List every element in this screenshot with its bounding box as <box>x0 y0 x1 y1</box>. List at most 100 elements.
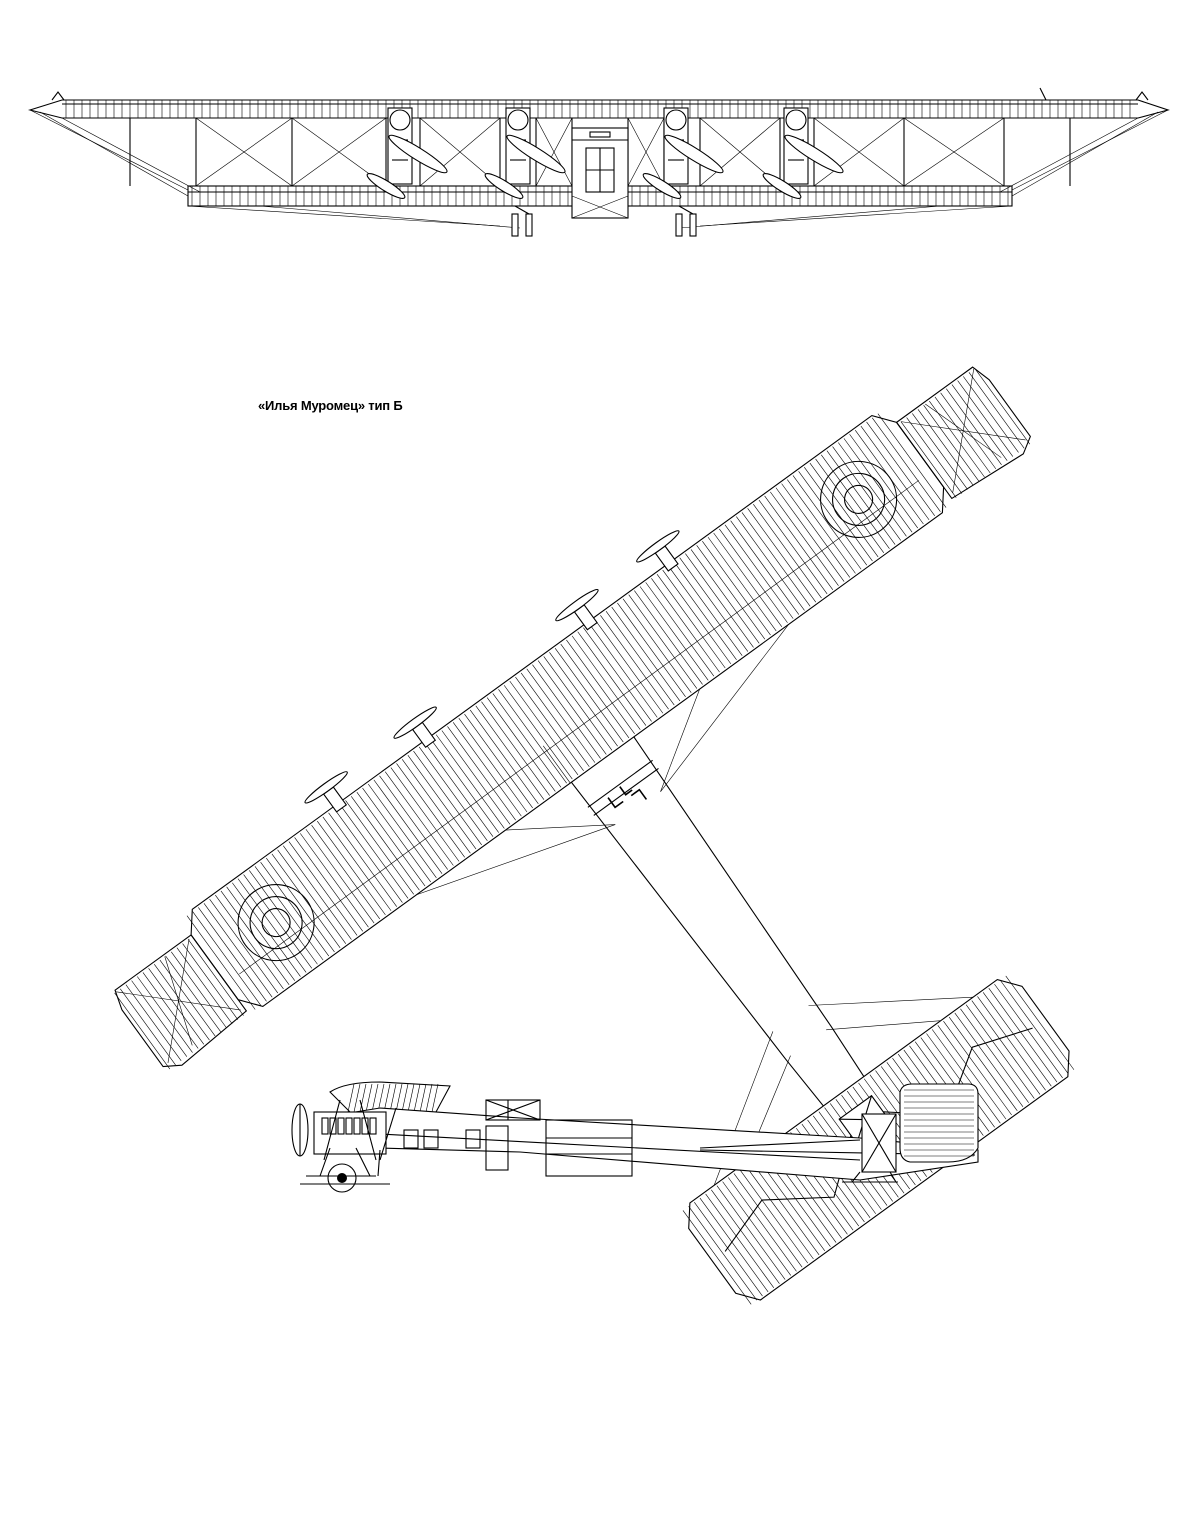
hatch-line <box>266 857 335 953</box>
hatch-line <box>170 951 227 1029</box>
hatch-line <box>407 755 477 850</box>
hatch-line <box>645 582 715 677</box>
propeller-blade <box>304 771 348 804</box>
fuselage-front <box>571 127 629 219</box>
hatch-line <box>435 734 505 829</box>
hatch-line <box>447 726 516 821</box>
engine-side <box>291 1099 397 1161</box>
hatch-line <box>821 454 890 549</box>
hatch-line <box>515 676 584 772</box>
hatch-line <box>594 619 664 714</box>
hatch-line <box>843 438 913 533</box>
hatch-line <box>469 709 539 804</box>
hatch-line <box>187 939 244 1016</box>
hatch-line <box>826 450 896 545</box>
hatch-line <box>373 779 443 874</box>
lower-wing-ribs <box>191 186 1009 206</box>
hatch-line <box>164 956 193 1046</box>
propellers-plan <box>304 530 680 813</box>
hatch-line <box>912 413 968 490</box>
hatch-line <box>639 586 709 681</box>
hatch-line <box>988 988 1058 1083</box>
propeller-blade <box>664 134 724 174</box>
hatch-line <box>441 730 511 825</box>
propeller-blade <box>784 134 844 174</box>
hatch-line <box>452 722 522 817</box>
hatch-line <box>673 561 743 656</box>
wing-rigging-plan <box>416 624 789 896</box>
hatch-line <box>413 1083 421 1113</box>
hatch-line <box>430 738 499 833</box>
hatch-line <box>628 594 698 689</box>
engines-front <box>366 107 844 199</box>
hatch-line <box>554 648 624 743</box>
hatch-line <box>583 627 652 722</box>
hatch-line <box>798 471 868 566</box>
hatch-line <box>926 1033 995 1128</box>
hatch-line <box>903 117 1005 187</box>
landing-gear-front <box>511 205 697 237</box>
shape <box>353 1117 361 1135</box>
hatch-line <box>605 611 675 706</box>
hatch-line <box>526 668 596 763</box>
hatch-line <box>254 866 324 961</box>
hatch-line <box>333 808 403 903</box>
hatch-line <box>923 405 980 482</box>
hatch-line <box>365 1083 373 1113</box>
hatch-line <box>395 1083 403 1113</box>
engine-cowl <box>665 109 687 131</box>
hatch-line <box>215 894 284 990</box>
roundel-right <box>820 460 898 538</box>
hatch-line <box>730 520 800 615</box>
hatch-line <box>401 759 471 854</box>
propeller-blade <box>762 173 802 199</box>
hatch-line <box>509 680 579 776</box>
hatch-line <box>424 742 494 837</box>
shape <box>675 213 683 237</box>
hatch-line <box>679 557 749 652</box>
hatch-line <box>396 763 465 858</box>
hatch-line <box>747 508 817 603</box>
hatch-line <box>678 205 694 215</box>
hatch-line <box>486 697 556 792</box>
propeller-blade <box>555 588 599 622</box>
hatch-line <box>305 829 375 924</box>
hatch-line <box>353 1083 361 1113</box>
hatch-line <box>627 117 665 187</box>
hatch-line <box>860 425 930 521</box>
hatch-line <box>514 205 530 215</box>
hatch-line <box>622 598 692 693</box>
hatch-line <box>359 1083 367 1113</box>
hatch-line <box>690 549 760 644</box>
hatch-line <box>792 475 862 570</box>
hatch-line <box>900 421 957 498</box>
hatch-line <box>588 623 658 718</box>
hatch-line <box>560 643 630 739</box>
hatch-line <box>722 1181 792 1276</box>
hatch-line <box>617 602 686 697</box>
hatch-line <box>745 1164 814 1260</box>
hatch-line <box>350 796 420 891</box>
hatch-line <box>389 1083 397 1113</box>
hatch-line <box>503 685 573 780</box>
hatch-line <box>464 713 533 809</box>
hatch-line <box>347 1083 355 1113</box>
hatch-line <box>311 824 381 920</box>
hatch-line <box>243 874 313 969</box>
hatch-line <box>946 388 1002 465</box>
hatch-line <box>999 979 1069 1075</box>
hatch-line <box>176 947 233 1024</box>
hatch-line <box>968 372 1025 449</box>
hatch-line <box>498 689 567 784</box>
hatch-line <box>994 983 1063 1079</box>
wingtip-rigging <box>29 109 1169 229</box>
hatch-line <box>775 487 845 582</box>
hatch-line <box>764 495 834 591</box>
hatch-line <box>971 1000 1041 1095</box>
hatch-line <box>419 1083 427 1113</box>
hatch-line <box>203 903 273 998</box>
hatch-line <box>291 117 387 187</box>
engine-cowl <box>389 109 411 131</box>
hatch-line <box>702 541 771 636</box>
aileron-bracing <box>116 368 1026 1064</box>
